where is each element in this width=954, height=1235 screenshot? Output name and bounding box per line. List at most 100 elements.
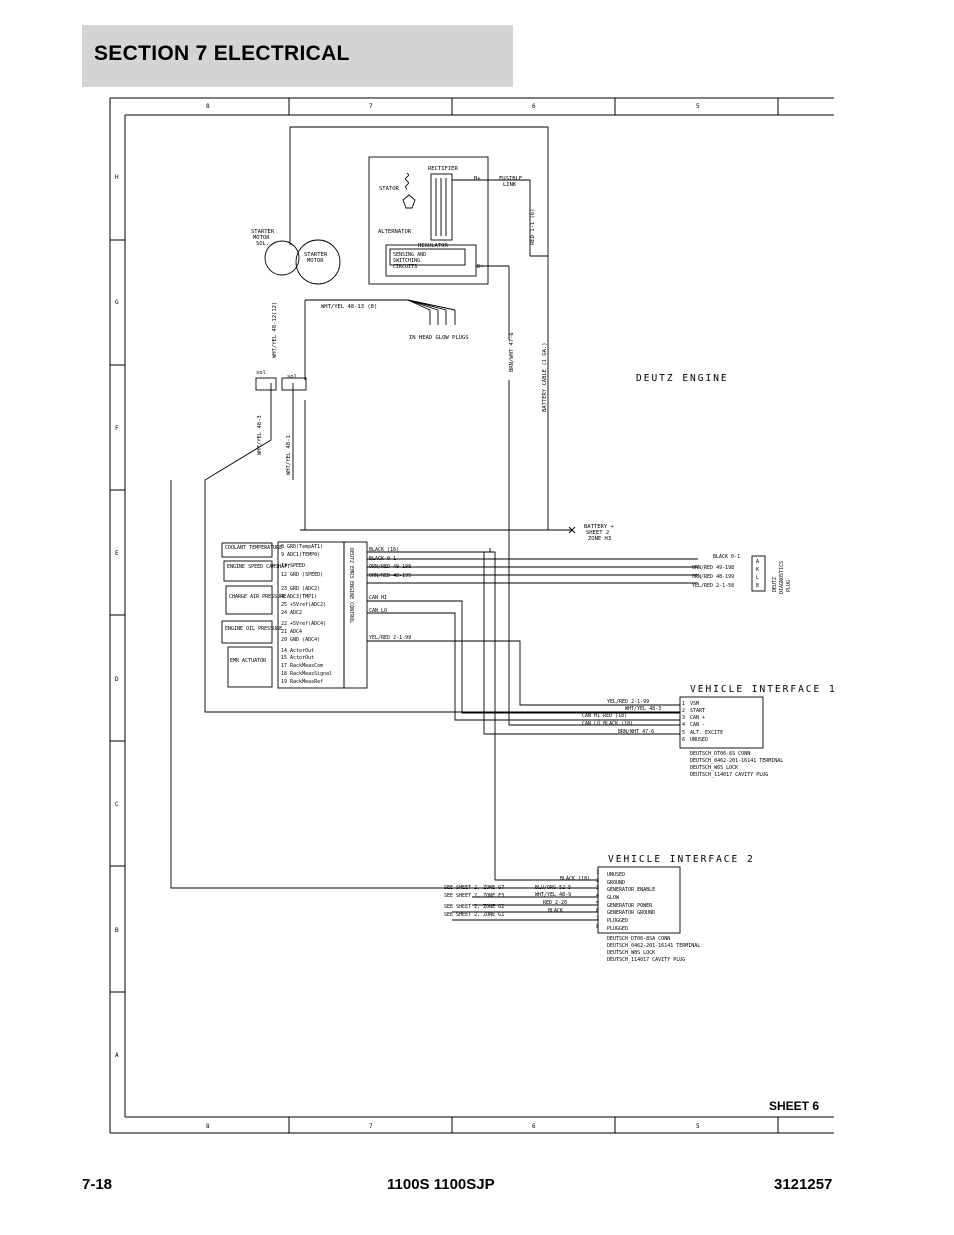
wire-label: YEL/RED 2-1-99 <box>369 635 411 641</box>
vi2-function: GENERATOR ENABLE <box>607 887 655 893</box>
header-band <box>82 25 513 87</box>
regulator-box <box>385 244 477 277</box>
starter-motor-label: MOTOR <box>307 258 324 264</box>
vi2-pin: 1 <box>596 870 599 876</box>
col-label-top: 7 <box>369 103 373 110</box>
col-label-bottom: 8 <box>206 1123 210 1130</box>
vi2-pin: 7 <box>596 916 599 922</box>
b-plus-label: B+ <box>474 176 481 182</box>
starter-sol-label: SOL. <box>256 241 269 247</box>
deutz-engine-title: DEUTZ ENGINE <box>636 373 729 384</box>
wire-label: BLACK (16) <box>369 547 399 553</box>
vi2-function: PLUGGED <box>607 926 628 932</box>
starter-sol-label: MOTOR <box>253 235 270 241</box>
vi1-pin: 5 <box>682 730 685 736</box>
vi2-wire: BLACK (18) <box>560 876 590 882</box>
ecu-pin: 13 SPEED <box>281 563 305 569</box>
alternator-box <box>368 156 489 285</box>
fusible-link-label: FUSIBLE <box>499 176 522 182</box>
doc-number: 3121257 <box>774 1176 833 1193</box>
starter-motor-label: STARTER <box>304 252 328 258</box>
vi1-note: DEUTSCH_0462-201-16141 TERMINAL <box>690 758 783 764</box>
row-label: E <box>115 550 119 557</box>
sensor-label: EMR ACTUATOR <box>230 658 267 664</box>
vi2-ref: SEE SHEET 2, ZONE G7 <box>444 885 504 891</box>
vi2-pin: 6 <box>596 908 599 914</box>
vi1-pin: 6 <box>682 737 685 743</box>
alternator-label: ALTERNATOR <box>378 229 412 235</box>
vi1-wire: YEL/RED 2-1-99 <box>607 699 649 705</box>
vi2-ref: SEE SHEET 2, ZONE G1 <box>444 912 504 918</box>
vi1-note: DEUTSCH_DT06-6S CONN <box>690 751 750 757</box>
vi1-wire: CAN LO BLACK (18) <box>582 721 633 727</box>
vi1-pin: 1 <box>682 701 685 707</box>
vi2-ref: SEE SHEET 2, ZONE F3 <box>444 893 504 899</box>
wht-yel-48-1-label: WHT/YEL 48-1 <box>286 435 292 475</box>
diag-wire: ORN/RED 49-198 <box>692 565 734 571</box>
diag-title: DEUTZ <box>772 577 778 592</box>
vehicle-interface-1-title: VEHICLE INTERFACE 1 <box>690 684 837 695</box>
sensor-label: ENGINE OIL PRESSURE <box>225 626 282 632</box>
ecu-pin: 12 GRD (SPEED) <box>281 572 323 578</box>
vi2-pin: 3 <box>596 885 599 891</box>
red-wire-label: RED 1-1 (6) <box>530 209 536 245</box>
section-title: SECTION 7 ELECTRICAL <box>94 42 350 65</box>
wht-yel-48-12-label: WHT/YEL 48-12(12) <box>272 302 278 358</box>
diag-pin: A <box>756 559 759 565</box>
ecu-title: DEUTZ EMR3 ENGINE CONTROL <box>348 548 354 623</box>
vi1-pin: 2 <box>682 708 685 714</box>
vi1-pin: 4 <box>682 722 685 728</box>
row-label: F <box>115 425 119 432</box>
ecu-pin: 18 RackMeasSignal <box>281 671 332 677</box>
battery-cable-label: BATTERY CABLE (1 GA.) <box>542 342 548 412</box>
diag-title: DIAGNOSTICS <box>779 561 785 594</box>
col-label-top: 8 <box>206 103 210 110</box>
sensor-label: CHARGE AIR PRESSURE <box>229 594 286 600</box>
sensing-label: SWITCHING <box>393 258 420 264</box>
brn-wht-label: BRN/WHT 47-6 <box>509 332 515 372</box>
vi1-wire: WHT/YEL 48-3 <box>625 706 661 712</box>
ecu-pin: 9 ADC1(TEMP0) <box>281 552 320 558</box>
page-number: 7-18 <box>82 1176 113 1193</box>
ecu-pin: 24 ADC2 <box>281 610 302 616</box>
ecu-pin: 25 +5Vref(ADC2) <box>281 602 326 608</box>
vi2-note: DEUTSCH_W8S LOCK <box>607 950 655 956</box>
rectifier-label: RECTIFIER <box>428 166 458 172</box>
sol-label: sol <box>256 370 266 376</box>
wire-label: ORN/RED 48-199 <box>369 573 411 579</box>
vi2-function: GLOW <box>607 895 620 901</box>
battery-ref-label: ZONE H3 <box>588 536 611 542</box>
diag-pin: L <box>756 575 759 581</box>
wire-label: ORN/RED 49-198 <box>369 564 411 570</box>
ecu-pin: 14 ActorOut <box>281 648 314 654</box>
wire-label: CAN LO <box>369 608 387 614</box>
col-label-top: 6 <box>532 103 536 110</box>
vi2-function: GROUND <box>607 880 625 886</box>
ecu-pin: 17 RackMeasCom <box>281 663 323 669</box>
ecu-pin: 8 GRD(TempAT1) <box>281 544 323 550</box>
col-label-bottom: 6 <box>532 1123 536 1130</box>
vi1-function: UNUSED <box>690 737 708 743</box>
row-label: A <box>115 1052 119 1059</box>
wire-label: BLACK 0-1 <box>369 556 396 562</box>
wire-label: CAN HI <box>369 595 387 601</box>
vi1-note: DEUTSCH_W6S LOCK <box>690 765 738 771</box>
ecu-pin: 23 GRD (ADC2) <box>281 586 320 592</box>
vehicle-interface-1-box <box>679 696 764 749</box>
row-label: C <box>115 801 119 808</box>
ecu-pin: 4 ADC3(TMP1) <box>281 594 317 600</box>
battery-ref-label: SHEET 2 <box>586 530 609 536</box>
row-label: B <box>115 927 119 934</box>
fusible-link-label: LINK <box>503 182 517 188</box>
vi2-pin: 4 <box>596 893 599 899</box>
vi2-function: GENERATOR GROUND <box>607 910 655 916</box>
row-label: G <box>115 299 119 306</box>
diag-pin: K <box>756 567 759 573</box>
vi2-pin: 5 <box>596 901 599 907</box>
vi2-note: DEUTSCH_0462-201-16141 TERMINAL <box>607 943 700 949</box>
diag-plug-box <box>751 555 766 592</box>
vi1-function: ALT. EXCITE <box>690 730 723 736</box>
vi2-note: DEUTSCH_DT06-8SA CONN <box>607 936 670 942</box>
sol-label: sol <box>287 374 297 380</box>
